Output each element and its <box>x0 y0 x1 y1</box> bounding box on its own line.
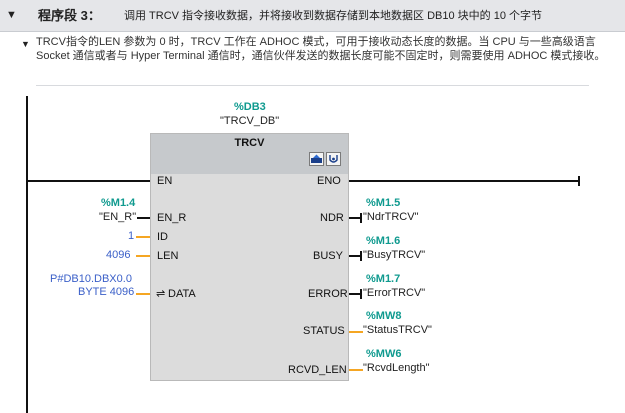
ndr-symbol[interactable]: "NdrTRCV" <box>363 211 419 223</box>
pin-data-arrow: ⇌ <box>156 288 166 300</box>
comment-divider <box>36 85 589 86</box>
pin-data: DATA <box>168 288 196 300</box>
instance-db-name[interactable]: "TRCV_DB" <box>220 115 280 127</box>
en-r-address[interactable]: %M1.4 <box>101 197 136 209</box>
len-value[interactable]: 4096 <box>106 249 131 261</box>
len-wire <box>136 255 150 257</box>
network-comment[interactable]: TRCV指令的LEN 参数为 0 时，TRCV 工作在 ADHOC 模式，可用于… <box>36 36 606 62</box>
en-r-symbol[interactable]: "EN_R" <box>99 211 137 223</box>
block-header: TRCV <box>151 134 348 174</box>
busy-wire <box>349 255 361 257</box>
ndr-wire-end <box>360 213 362 223</box>
status-address[interactable]: %MW8 <box>366 310 402 322</box>
status-symbol[interactable]: "StatusTRCV" <box>363 324 432 336</box>
data-address[interactable]: P#DB10.DBX0.0 <box>50 273 132 285</box>
pin-busy: BUSY <box>313 250 343 262</box>
id-wire <box>136 236 150 238</box>
network-title[interactable]: 程序段 3： <box>38 8 101 23</box>
collapse-comment-toggle[interactable]: ▼ <box>21 39 30 49</box>
error-wire-end <box>360 289 362 299</box>
pin-en-r: EN_R <box>157 212 187 224</box>
id-value[interactable]: 1 <box>128 230 135 242</box>
en-r-wire <box>137 217 150 219</box>
data-wire <box>136 293 150 295</box>
help-icon[interactable] <box>326 152 341 166</box>
busy-symbol[interactable]: "BusyTRCV" <box>363 249 426 261</box>
rcvd-len-symbol[interactable]: "RcvdLength" <box>363 362 430 374</box>
busy-address[interactable]: %M1.6 <box>366 235 401 247</box>
instance-db-address[interactable]: %DB3 <box>234 101 266 113</box>
block-icon[interactable] <box>309 152 324 166</box>
left-power-rail <box>26 96 28 413</box>
status-wire <box>349 331 363 333</box>
pin-error: ERROR <box>308 288 348 300</box>
en-wire <box>27 180 150 182</box>
pin-id: ID <box>157 231 168 243</box>
error-symbol[interactable]: "ErrorTRCV" <box>363 287 426 299</box>
ndr-wire <box>349 217 361 219</box>
pin-len: LEN <box>157 250 179 262</box>
eno-wire <box>349 180 579 182</box>
data-address-cont[interactable]: BYTE 4096 <box>78 286 135 298</box>
pin-ndr: NDR <box>320 212 344 224</box>
error-wire <box>349 293 361 295</box>
busy-wire-end <box>360 251 362 261</box>
network-header: ▼ 程序段 3： 调用 TRCV 指令接收数据，并将接收到数据存储到本地数据区 … <box>0 0 625 32</box>
pin-rcvd-len: RCVD_LEN <box>288 364 347 376</box>
network-description[interactable]: 调用 TRCV 指令接收数据，并将接收到数据存储到本地数据区 DB10 块中的 … <box>124 10 543 22</box>
eno-wire-end <box>578 176 580 186</box>
ndr-address[interactable]: %M1.5 <box>366 197 401 209</box>
rcvd-len-address[interactable]: %MW6 <box>366 348 402 360</box>
pin-eno: ENO <box>317 175 341 187</box>
pin-status: STATUS <box>303 325 345 337</box>
trcv-function-block[interactable]: TRCV <box>150 133 349 381</box>
collapse-network-toggle[interactable]: ▼ <box>6 9 17 21</box>
error-address[interactable]: %M1.7 <box>366 273 401 285</box>
rcvd-len-wire <box>349 369 363 371</box>
block-title: TRCV <box>234 137 265 149</box>
pin-en: EN <box>157 175 173 187</box>
